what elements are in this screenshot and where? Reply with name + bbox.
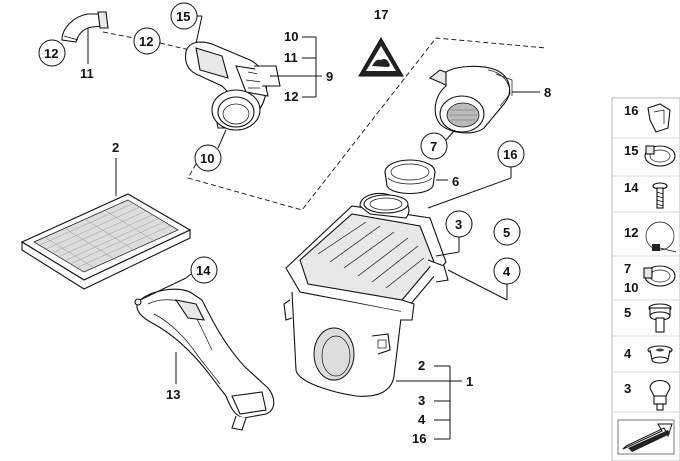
hose-clamp-icon (644, 145, 676, 167)
callout-11-left: 11 (80, 66, 94, 81)
callout-3: 3 (455, 217, 462, 232)
callout-2-filter: 2 (112, 140, 119, 155)
collar-bolt-icon (648, 303, 672, 333)
screw-icon (652, 182, 668, 209)
legend-label-7: 7 (624, 261, 631, 276)
callout-1: 1 (466, 374, 473, 389)
warning-label-part (358, 37, 404, 77)
arrow-icon (617, 419, 675, 455)
intake-duct-part (134, 288, 275, 431)
callout-8: 8 (544, 85, 551, 100)
cable-tie-icon (645, 221, 677, 253)
callout-16-group: 16 (412, 431, 426, 446)
legend-label-14: 14 (624, 180, 639, 195)
callout-9: 9 (326, 69, 333, 84)
legend-label-4: 4 (624, 346, 632, 361)
air-mass-meter-part (428, 65, 513, 134)
rubber-sleeve-part (384, 159, 436, 195)
callout-13: 13 (166, 387, 180, 402)
callout-5: 5 (503, 225, 510, 240)
callout-bubble-12-left (38, 39, 66, 67)
callout-6: 6 (452, 174, 459, 189)
callout-bubble-10 (194, 144, 222, 172)
callout-14-duct: 14 (196, 263, 211, 278)
callout-3-group: 3 (418, 393, 425, 408)
callout-2-group: 2 (418, 358, 425, 373)
callout-11-group: 11 (284, 50, 298, 65)
grommet-icon (647, 345, 673, 364)
air-filter-element-part (20, 193, 192, 290)
legend-label-10: 10 (624, 280, 638, 295)
legend-label-15: 15 (624, 143, 638, 158)
legend-label-16: 16 (624, 103, 638, 118)
clip-icon (647, 103, 671, 133)
callout-4-group: 4 (418, 412, 426, 427)
intake-pipe-part (184, 41, 281, 131)
callout-12-hose: 12 (139, 34, 153, 49)
hardware-legend: 16 15 14 12 7 10 5 (611, 97, 680, 461)
clamp-icon (643, 265, 676, 287)
callout-7: 7 (430, 139, 437, 154)
warning-symbol-icon (372, 59, 390, 67)
callout-12-left: 12 (44, 46, 58, 61)
callout-10-group: 10 (284, 29, 298, 44)
callout-10: 10 (200, 151, 214, 166)
breather-hose-part (61, 11, 109, 43)
callout-17: 17 (374, 7, 388, 22)
legend-label-3: 3 (624, 381, 631, 396)
callout-bubble-14 (190, 256, 218, 284)
air-filter-housing-part (283, 192, 449, 397)
callout-15: 15 (176, 9, 190, 24)
callout-12-group: 12 (284, 89, 298, 104)
rubber-mount-icon (649, 379, 671, 411)
legend-label-12: 12 (624, 225, 638, 240)
callout-16-right: 16 (503, 147, 517, 162)
callout-bubble-12-hose (133, 27, 161, 55)
callout-bubble-5 (493, 218, 521, 246)
callout-4: 4 (503, 264, 511, 279)
legend-label-5: 5 (624, 305, 631, 320)
callout-bubble-7 (420, 132, 448, 160)
